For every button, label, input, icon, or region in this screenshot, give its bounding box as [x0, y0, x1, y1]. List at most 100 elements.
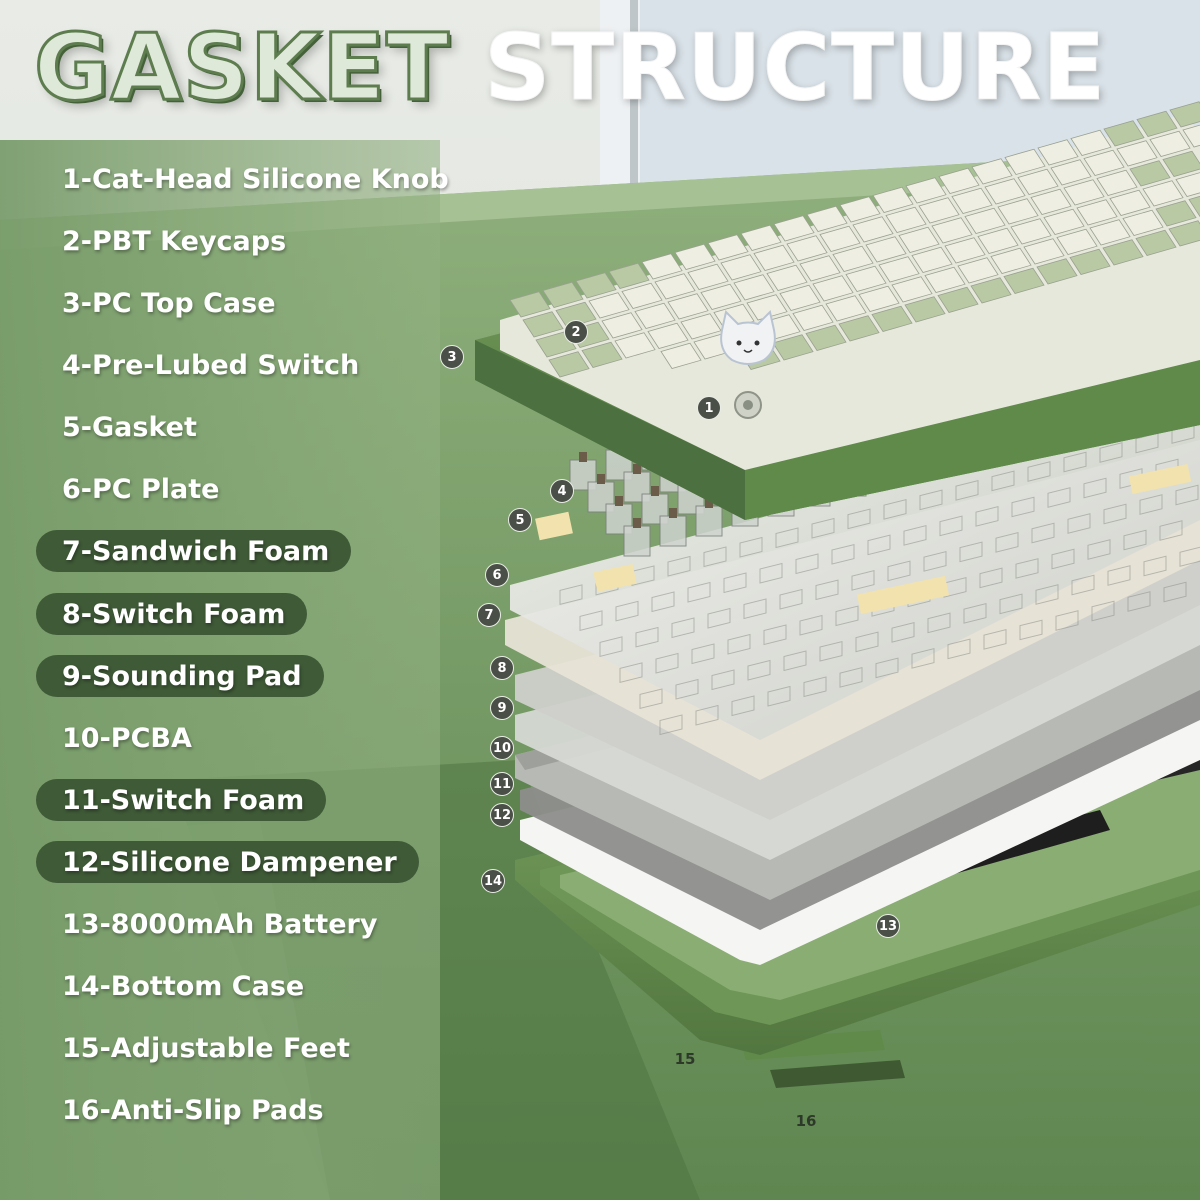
keycap	[1175, 172, 1200, 197]
plate-cutout	[579, 610, 603, 632]
keycap	[542, 281, 584, 308]
plate-cutout	[1019, 619, 1043, 641]
plate-cutout	[767, 685, 791, 707]
plate-cutout	[615, 600, 639, 622]
keycap	[812, 275, 854, 302]
plate-cutout	[559, 584, 583, 606]
keycap	[740, 224, 782, 251]
legend-item-silicone-dampener: 12-Silicone Dampener	[36, 841, 419, 883]
keycap	[509, 291, 551, 318]
keycap	[687, 263, 729, 290]
plate-cutout	[955, 480, 979, 501]
plate-cutout	[995, 532, 1019, 553]
keycap	[905, 177, 947, 204]
keycap	[674, 243, 716, 270]
plate-cutout	[639, 688, 663, 710]
keycap	[779, 284, 821, 311]
plate-cutout	[1027, 461, 1051, 482]
plate-cutout	[659, 714, 683, 736]
marker-7: 7	[477, 603, 501, 627]
plate-cutout	[923, 551, 947, 572]
plate-cutout	[739, 536, 763, 558]
keycap	[964, 207, 1006, 234]
marker-11: 11	[490, 772, 514, 796]
legend-item-switch: 4-Pre-Lubed Switch	[62, 349, 360, 381]
keycap	[707, 234, 749, 261]
plate-cutout	[731, 695, 755, 717]
keycap	[971, 158, 1013, 185]
plate-cutout	[779, 588, 803, 610]
plate-cutout	[651, 591, 675, 613]
marker-1: 1	[697, 396, 721, 420]
keycap	[647, 322, 689, 349]
plate-cutout	[1123, 529, 1147, 551]
keycap	[575, 272, 617, 299]
title-structure: STRUCTURE	[483, 14, 1107, 121]
plate-cutout	[847, 508, 871, 530]
plate-cutout	[1011, 496, 1035, 518]
legend-item-sounding-pad: 9-Sounding Pad	[36, 655, 324, 697]
keycap	[865, 236, 907, 263]
plate-cutout	[711, 669, 735, 691]
keycap	[806, 205, 848, 232]
keycap	[1102, 239, 1144, 266]
plate-cutout	[1047, 487, 1071, 508]
keycap	[1149, 130, 1191, 157]
legend-item-keycaps: 2-PBT Keycaps	[62, 225, 287, 257]
keycap	[588, 292, 630, 319]
keycap	[654, 273, 696, 300]
keycap	[918, 197, 960, 224]
keycap	[792, 304, 834, 331]
keycap	[944, 237, 986, 264]
plate-cutout	[883, 498, 907, 520]
legend-item-switch-foam: 8-Switch Foam	[36, 593, 308, 635]
plate-cutout	[979, 567, 1003, 589]
keycap	[753, 244, 795, 271]
keycap	[878, 256, 920, 283]
plate-cutout	[855, 631, 879, 653]
plate-cutout	[839, 666, 863, 688]
keycap	[746, 294, 788, 321]
keycap	[1136, 110, 1178, 137]
marker-4: 4	[550, 479, 574, 503]
legend-item-switch-foam-2: 11-Switch Foam	[36, 779, 327, 821]
keycap	[548, 351, 590, 378]
plate-cutout	[1159, 520, 1183, 541]
keycap	[1036, 258, 1078, 285]
marker-16: 16	[795, 1112, 817, 1130]
keycap	[832, 245, 874, 272]
keycap	[970, 277, 1012, 304]
plate-cutout	[999, 593, 1023, 615]
keycap	[1142, 180, 1184, 207]
plate-cutout	[803, 676, 827, 698]
keycap	[1162, 150, 1200, 177]
plate-cutout	[707, 607, 731, 629]
keycap	[951, 187, 993, 214]
switch	[641, 486, 669, 525]
plate-cutout	[815, 579, 839, 601]
plate-cutout	[1175, 484, 1199, 506]
keycap	[1129, 160, 1171, 187]
keycap	[1122, 209, 1164, 236]
plate-cutout	[667, 555, 691, 577]
legend-item-pc-plate: 6-PC Plate	[62, 473, 220, 505]
keycap	[1043, 208, 1085, 235]
keycap	[938, 167, 980, 194]
plate-cutout	[1055, 610, 1079, 631]
marker-8: 8	[490, 656, 514, 680]
plate-cutout	[1103, 503, 1127, 525]
legend-item-gasket: 5-Gasket	[62, 411, 197, 443]
plate-cutout	[783, 650, 807, 672]
keycap	[700, 283, 742, 310]
switch	[623, 518, 651, 557]
plate-cutout	[963, 603, 987, 624]
keycap	[1076, 199, 1118, 226]
keycap	[924, 266, 966, 293]
keycap	[805, 324, 847, 351]
keycap	[766, 264, 808, 291]
plate-cutout	[1031, 522, 1055, 544]
marker-6: 6	[485, 563, 509, 587]
keycap	[838, 315, 880, 342]
marker-10: 10	[490, 736, 514, 760]
plate-cutout	[1143, 555, 1167, 577]
